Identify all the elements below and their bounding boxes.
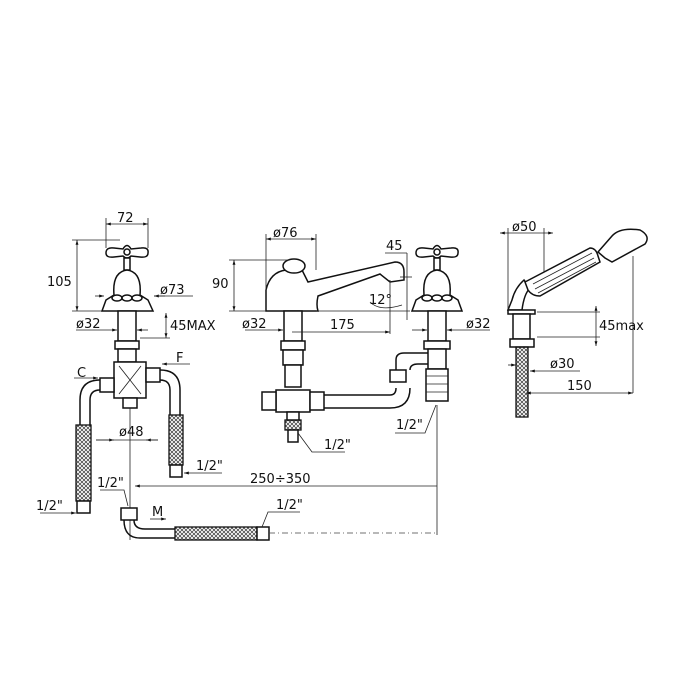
label-spout-height: 90: [212, 277, 229, 292]
label-handle-width: 72: [117, 211, 134, 226]
label-shower-holder-diameter: ø50: [512, 220, 537, 235]
label-shank-diameter-right: ø32: [466, 317, 491, 332]
label-mixed-outlet: M: [152, 505, 163, 520]
label-hose-right-thread: 1/2": [196, 459, 223, 474]
label-hot-inlet: F: [176, 351, 183, 366]
label-diverter-thread: 1/2": [396, 418, 423, 433]
label-spout-reach: 175: [330, 318, 355, 333]
label-valve-height: 105: [47, 275, 72, 290]
spout-dimensions: [229, 234, 412, 453]
right-valve-dimensions: [135, 328, 490, 535]
hand-shower-dimensions: [500, 228, 634, 395]
label-bottom-hose-thread: 1/2": [276, 498, 303, 513]
label-shower-shank-diameter: ø30: [550, 357, 575, 372]
label-spout-tee-thread: 1/2": [324, 438, 351, 453]
left-valve: [75, 244, 184, 514]
bottom-hose: [100, 489, 437, 541]
label-mixer-body-diameter: ø48: [119, 425, 144, 440]
hand-shower: [506, 228, 648, 418]
right-valve: [410, 244, 464, 402]
label-shower-length: 150: [567, 379, 592, 394]
label-cold-inlet: C: [77, 366, 86, 381]
label-shower-max-deck: 45max: [599, 319, 644, 334]
label-spout-outlet-offset: 45: [386, 239, 403, 254]
label-spout-base-diameter: ø76: [273, 226, 298, 241]
label-spout-angle: 12°: [369, 293, 392, 308]
label-shank-diameter-left: ø32: [76, 317, 101, 332]
label-flange-diameter-left: ø73: [160, 283, 185, 298]
left-dimensions: [40, 218, 222, 540]
spout: [261, 258, 428, 443]
label-centres-range: 250÷350: [250, 472, 311, 487]
label-spout-shank-diameter: ø32: [242, 317, 267, 332]
label-max-deck-left: 45MAX: [170, 319, 216, 334]
label-outlet-thread-mixer: 1/2": [97, 476, 124, 491]
label-hose-left-thread: 1/2": [36, 499, 63, 514]
